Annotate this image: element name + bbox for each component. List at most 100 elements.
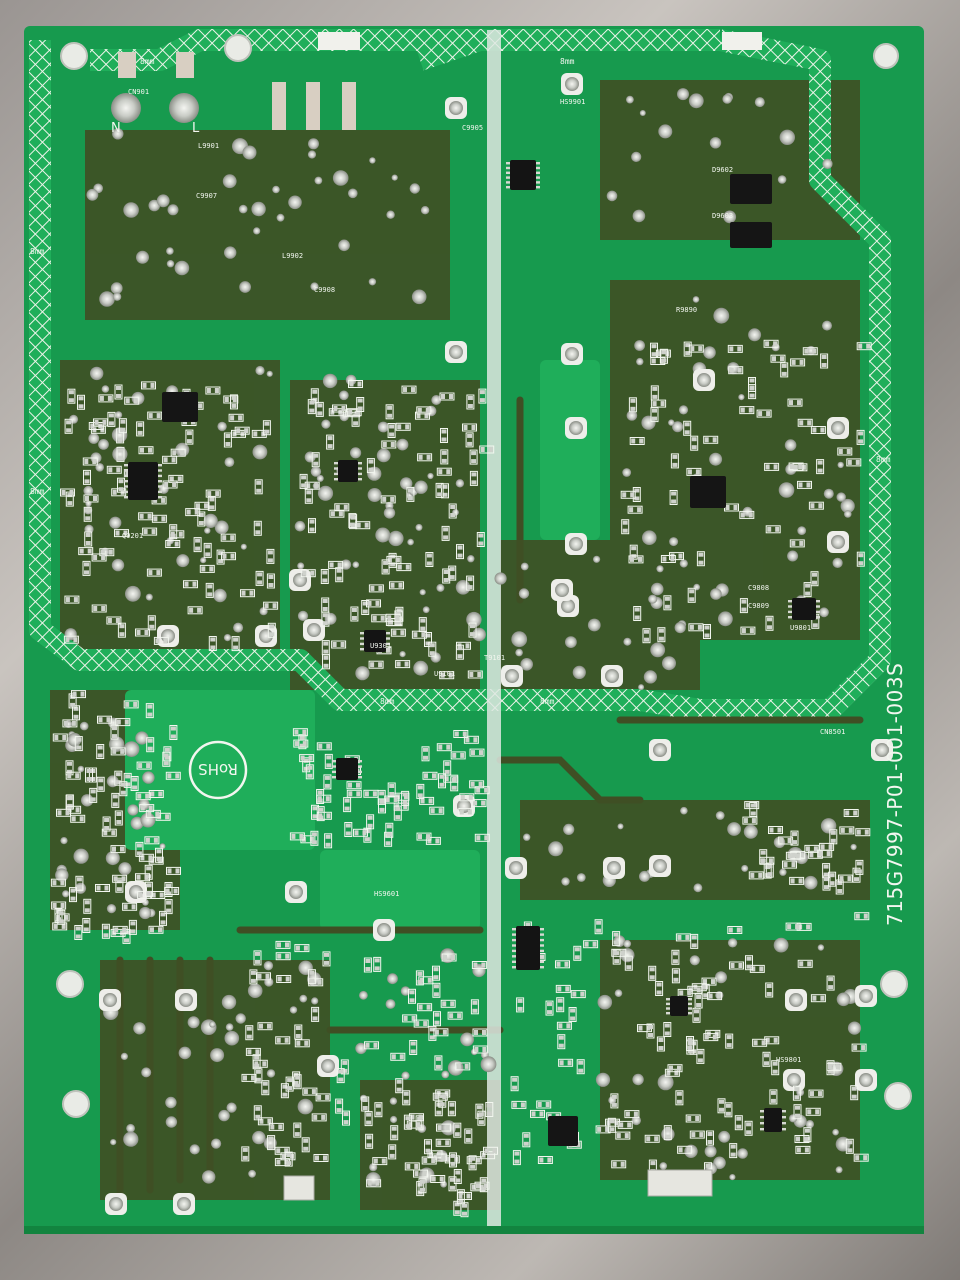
solder-pad [339, 390, 349, 401]
smd-pad [457, 643, 462, 649]
smd-outline [675, 1090, 684, 1106]
smd-pad [120, 419, 126, 424]
smd-outline [252, 1059, 268, 1068]
smd-pad [230, 553, 235, 559]
solder-pad [844, 510, 852, 518]
smd-pad [93, 496, 97, 501]
smd-outline [453, 730, 469, 738]
smd-outline [785, 851, 801, 860]
smd-pad [664, 604, 670, 609]
smd-outline [332, 404, 347, 413]
smd-pad [609, 1127, 615, 1132]
smd-pad [146, 763, 151, 769]
smd-outline [851, 1043, 867, 1052]
smd-outline [433, 1028, 449, 1037]
smd-outline [479, 445, 495, 454]
solder-pad [678, 405, 689, 415]
smd-pad [255, 1069, 261, 1074]
smd-pad [596, 920, 602, 925]
smd-pad [246, 1026, 252, 1031]
smd-pad [697, 624, 702, 630]
smd-pad [482, 1030, 486, 1035]
smd-outline [116, 428, 125, 444]
smd-pad [137, 430, 143, 435]
smd-pad [262, 1081, 268, 1086]
ic-pin [512, 944, 516, 947]
smd-outline [808, 1089, 824, 1098]
smd-pad [313, 1114, 318, 1120]
smd-pad [357, 398, 363, 403]
solder-pad [741, 864, 749, 872]
smd-pad [242, 1147, 248, 1152]
smd-pad [299, 743, 305, 748]
smd-pad [696, 995, 702, 999]
smd-pad [740, 407, 745, 413]
solder-pad [692, 296, 700, 303]
smd-pad [326, 813, 331, 819]
smd-outline [447, 1011, 463, 1020]
solder-pad [297, 562, 305, 570]
smd-pad [810, 503, 815, 509]
smd-pad [439, 774, 445, 779]
smd-outline [155, 812, 171, 821]
smd-outline [769, 1089, 778, 1105]
smd-pad [437, 1140, 442, 1146]
smd-outline [368, 584, 384, 593]
smd-pad [638, 1025, 643, 1031]
smd-pad [746, 1122, 752, 1127]
smd-pad [489, 1152, 494, 1158]
solder-pad [242, 145, 257, 160]
smd-pad [471, 425, 476, 430]
smd-outline [663, 595, 672, 611]
smd-pad [312, 1016, 318, 1021]
solder-pad [272, 185, 280, 194]
smd-pad [344, 798, 350, 803]
smd-pad [163, 761, 169, 766]
smd-pad [677, 934, 682, 940]
smd-pad [399, 1054, 404, 1060]
smd-outline [425, 552, 434, 567]
smd-outline [289, 832, 305, 841]
smd-pad [53, 923, 58, 929]
smd-pad [806, 924, 811, 930]
solder-pad [569, 537, 583, 551]
smd-pad [317, 790, 323, 795]
smd-pad [417, 785, 423, 790]
solder-pad [642, 530, 657, 545]
solder-pad [355, 666, 370, 681]
smd-outline [803, 582, 812, 598]
smd-pad [136, 843, 142, 848]
smd-outline [742, 816, 758, 825]
smd-pad [798, 482, 803, 488]
solder-pad [247, 983, 263, 998]
smd-pad [324, 783, 330, 788]
smd-outline [421, 1156, 437, 1165]
smd-pad [613, 932, 619, 937]
smd-pad [558, 1035, 564, 1040]
smd-outline [223, 432, 232, 448]
smd-pad [470, 1164, 476, 1169]
smd-pad [444, 769, 450, 774]
smd-pad [301, 475, 307, 480]
smd-pad [265, 973, 270, 979]
smd-pad [340, 642, 345, 647]
solder-pad [401, 1071, 410, 1080]
solder-pad [248, 1169, 256, 1178]
smd-pad [420, 626, 426, 631]
smd-pad [468, 794, 473, 800]
smd-pad [695, 469, 700, 475]
smd-pad [170, 531, 175, 537]
smd-pad [351, 616, 357, 620]
solder-pad [105, 851, 120, 866]
smd-pad [310, 570, 315, 576]
smd-pad [812, 348, 817, 354]
smd-outline [231, 636, 240, 652]
smd-pad [676, 1099, 682, 1104]
smd-pad [403, 794, 408, 800]
smd-pad [430, 808, 435, 814]
smd-pad [652, 416, 657, 421]
smd-outline [128, 919, 137, 935]
smd-pad [484, 787, 489, 793]
smd-outline [165, 771, 181, 780]
smd-pad [631, 438, 636, 444]
